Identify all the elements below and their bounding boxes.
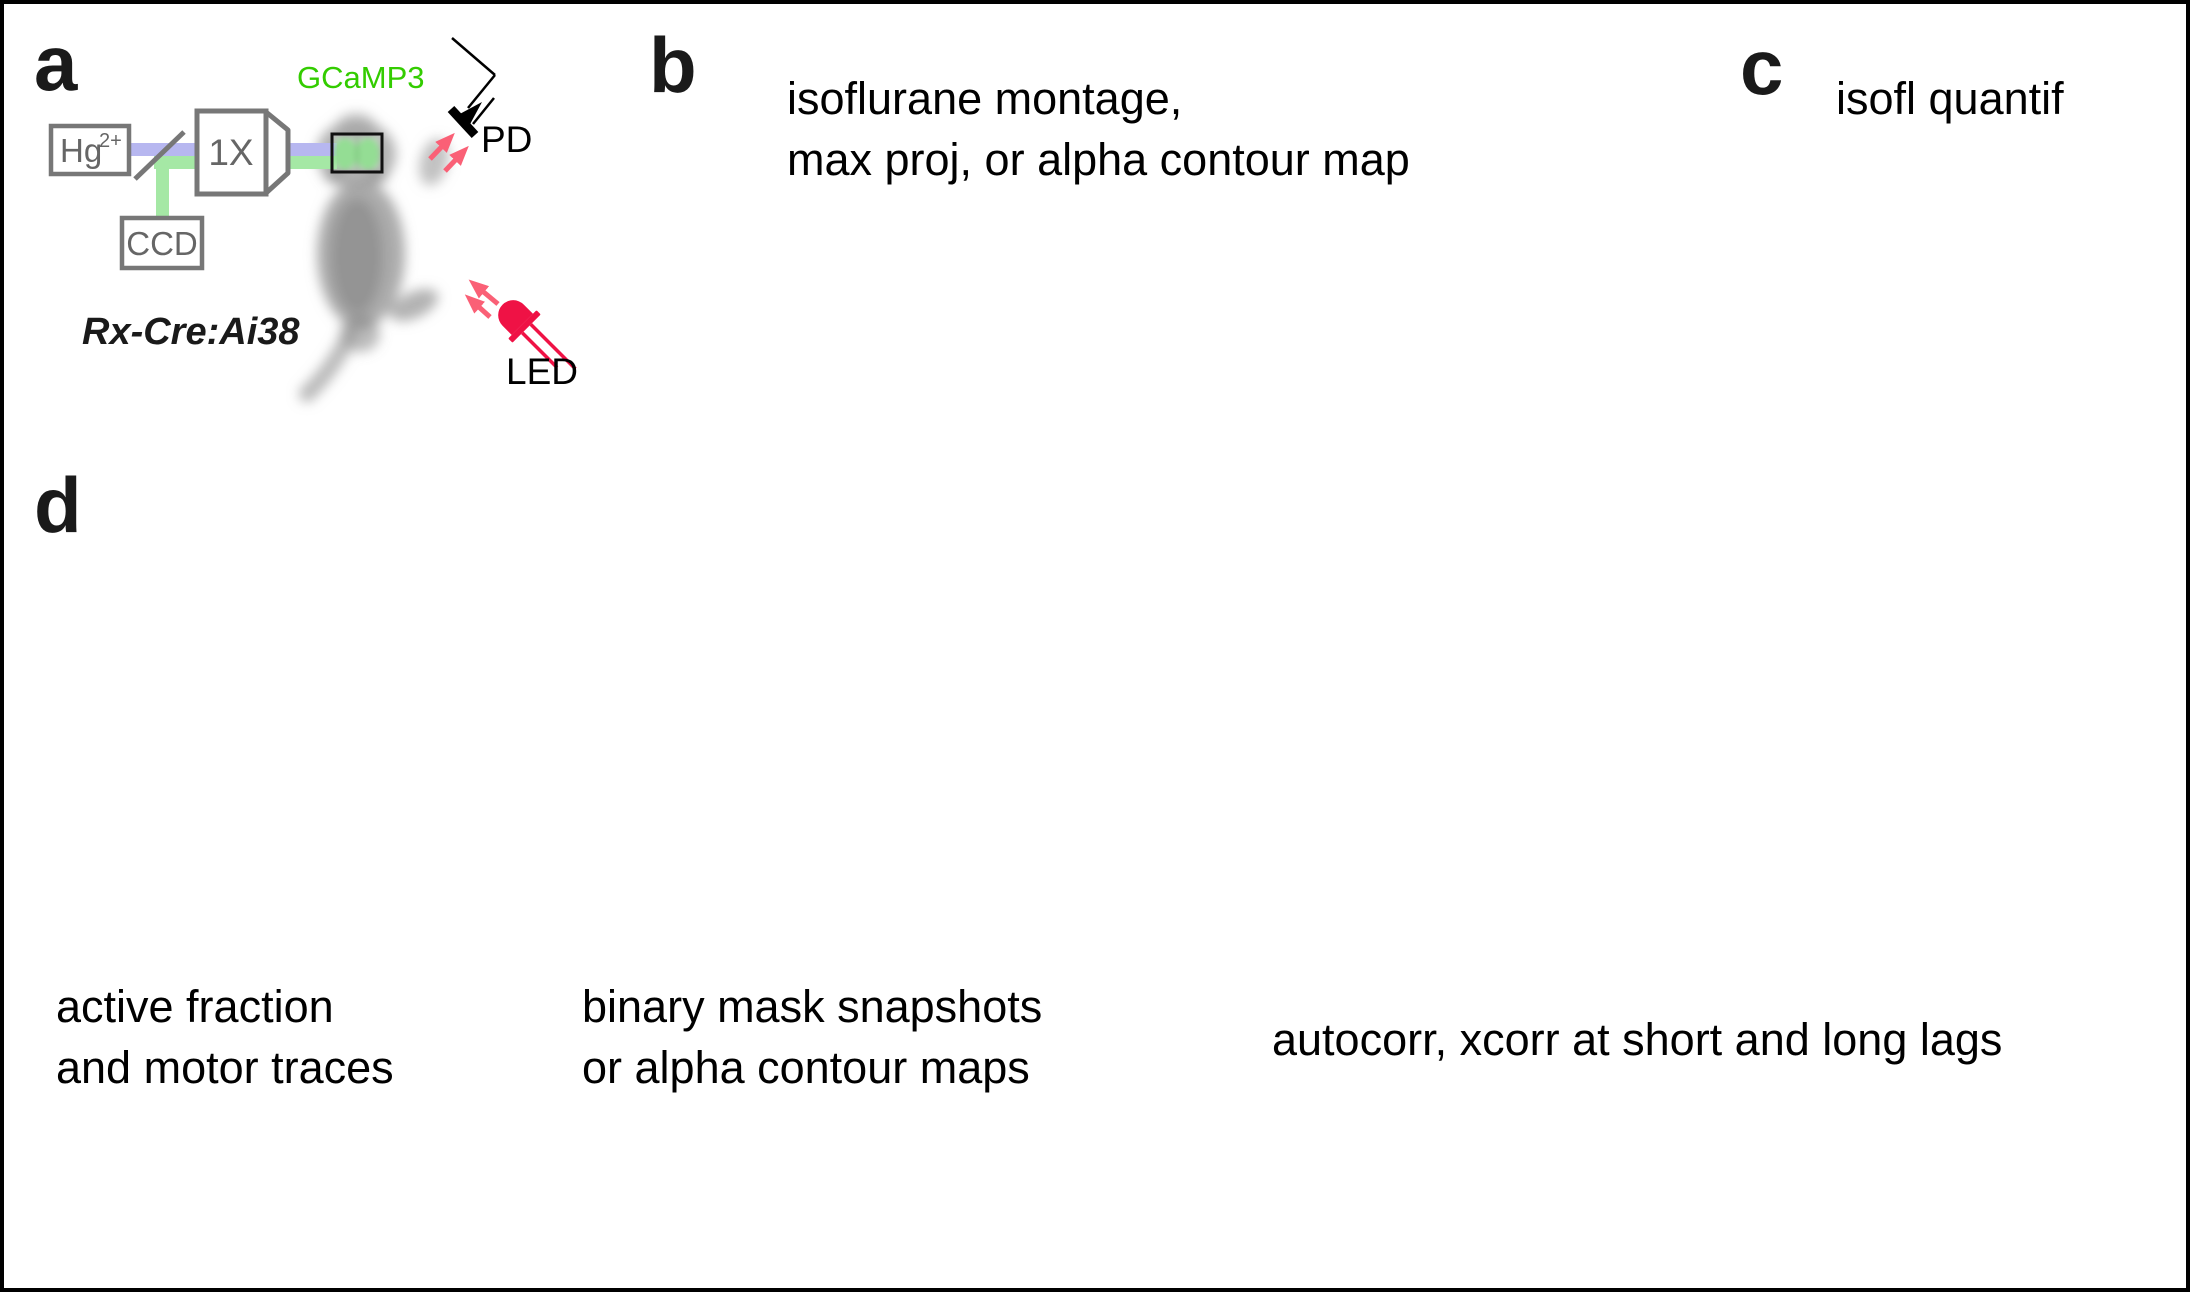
panel-d-middle-caption: binary mask snapshots or alpha contour m… xyxy=(582,976,1042,1098)
gcamp3-label: GCaMP3 xyxy=(297,60,424,95)
ccd-camera-box: CCD xyxy=(119,215,205,271)
panel-d-right-caption: autocorr, xcorr at short and long lags xyxy=(1272,1014,2003,1065)
mercury-lamp-label: Hg xyxy=(60,132,102,169)
panel-b-caption-line1: isoflurane montage, xyxy=(787,73,1183,124)
panel-b-caption: isoflurane montage, max proj, or alpha c… xyxy=(787,68,1410,190)
led-icon xyxy=(498,300,577,371)
gcamp-brain xyxy=(334,136,380,170)
panel-d-middle-caption-line2: or alpha contour maps xyxy=(582,1042,1030,1093)
ccd-camera-label: CCD xyxy=(126,225,198,262)
panel-b-caption-line2: max proj, or alpha contour map xyxy=(787,134,1410,185)
photodiode-label: PD xyxy=(481,119,532,160)
mercury-lamp-superscript: 2+ xyxy=(99,130,122,152)
objective-label: 1X xyxy=(208,132,253,173)
dichroic-mirror xyxy=(133,130,186,181)
panel-b-label: b xyxy=(649,21,697,109)
panel-d-left-caption-line1: active fraction xyxy=(56,981,334,1032)
cranial-window-box xyxy=(330,132,384,174)
emitted-light-arrows-pd xyxy=(428,132,469,173)
mercury-lamp-box: Hg 2+ xyxy=(48,123,132,177)
objective-cone xyxy=(263,109,291,196)
genotype-label: Rx-Cre:Ai38 xyxy=(82,311,300,353)
photodiode-icon xyxy=(447,37,496,139)
led-label: LED xyxy=(506,351,578,392)
panel-c-label: c xyxy=(1740,23,1784,111)
panel-a-label: a xyxy=(34,19,78,107)
led-light-arrows xyxy=(464,279,500,319)
objective-box: 1X xyxy=(194,108,291,197)
panel-d-left-caption: active fraction and motor traces xyxy=(56,976,394,1098)
panel-d-left-caption-line2: and motor traces xyxy=(56,1042,394,1093)
optical-setup-diagram: Hg 2+ 1X CCD GCaMP3 xyxy=(48,37,578,402)
panel-c-caption: isofl quantif xyxy=(1836,73,2064,124)
panel-d-label: d xyxy=(34,461,82,549)
panel-d-middle-caption-line1: binary mask snapshots xyxy=(582,981,1043,1032)
emission-beam-vertical xyxy=(156,164,169,220)
